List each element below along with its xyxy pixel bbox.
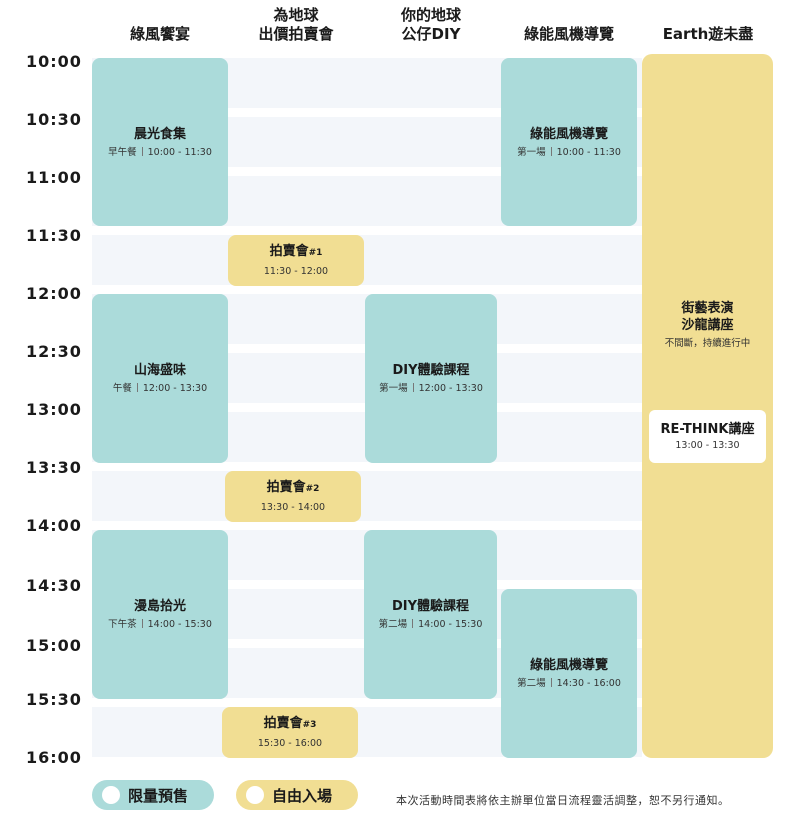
schedule-footnote: 本次活動時間表將依主辦單位當日流程靈活調整，恕不另行通知。 [396,794,730,807]
event-title: RE-THINK講座 [660,422,755,437]
time-label: 16:00 [26,748,82,767]
event-title: 山海盛味 [133,363,186,378]
event-time: 13:30 - 14:00 [260,502,326,513]
time-label: 13:30 [26,458,82,477]
time-label: 10:30 [26,110,82,129]
time-label: 14:00 [26,516,82,535]
column-header-auction: 為地球 出價拍賣會 [226,6,366,44]
event-time: 15:30 - 16:00 [257,738,323,749]
time-label: 15:30 [26,690,82,709]
time-label: 10:00 [26,52,82,71]
row-stripe [92,471,642,521]
event-title-line1: 街藝表演 [681,301,734,316]
legend-reserve: 限量預售 [92,780,214,810]
column-header-diy-line2: 公仔DIY [401,25,461,43]
time-label: 11:30 [26,226,82,245]
legend-free-label: 自由入場 [272,786,333,805]
column-header-diy-line1: 你的地球 [400,6,461,24]
time-label: 13:00 [26,400,82,419]
legend-dot-icon [246,786,264,804]
legend-reserve-label: 限量預售 [128,786,189,805]
time-label: 14:30 [26,576,82,595]
column-header-feast-label: 綠風饗宴 [129,25,190,43]
event-time: 13:00 - 13:30 [675,440,740,451]
event-title-line2: 沙龍講座 [681,318,734,333]
event-title: 拍賣會#1 [269,244,323,259]
event-title: DIY體驗課程 [391,599,470,614]
event-title: 晨光食集 [133,126,186,142]
event-title: 拍賣會#3 [263,716,317,731]
column-header-tour-label: 綠能風機導覽 [523,25,614,43]
time-label: 15:00 [26,636,82,655]
column-header-auction-line2: 出價拍賣會 [258,25,334,43]
event-note: 不間斷，持續進行中 [664,338,751,349]
column-header-auction-line1: 為地球 [273,6,319,24]
time-label: 11:00 [26,168,82,187]
time-label: 12:30 [26,342,82,361]
event-title: 綠能風機導覽 [529,126,608,142]
event-street-performance[interactable]: 街藝表演 沙龍講座 不間斷，持續進行中 [642,54,773,758]
event-title: 漫島拾光 [133,599,186,614]
column-header-diy: 你的地球 公仔DIY [364,6,498,44]
legend-free: 自由入場 [236,780,358,810]
event-title: 綠能風機導覽 [529,658,608,673]
column-header-earth-label: Earth遊未盡 [662,25,754,43]
event-auction-1[interactable]: 拍賣會#1 11:30 - 12:00 [228,235,364,286]
event-rethink-talk[interactable]: RE-THINK講座 13:00 - 13:30 [649,410,766,463]
event-auction-3[interactable]: 拍賣會#3 15:30 - 16:00 [222,707,358,758]
time-label: 12:00 [26,284,82,303]
column-header-tour: 綠能風機導覽 [500,25,638,44]
column-header-feast: 綠風饗宴 [92,25,228,44]
column-header-earth: Earth遊未盡 [642,25,774,44]
row-stripe [92,235,642,285]
event-title: DIY體驗課程 [392,363,470,378]
legend-dot-icon [102,786,120,804]
event-time: 11:30 - 12:00 [263,266,329,277]
event-auction-2[interactable]: 拍賣會#2 13:30 - 14:00 [225,471,361,522]
event-title: 拍賣會#2 [266,480,320,495]
